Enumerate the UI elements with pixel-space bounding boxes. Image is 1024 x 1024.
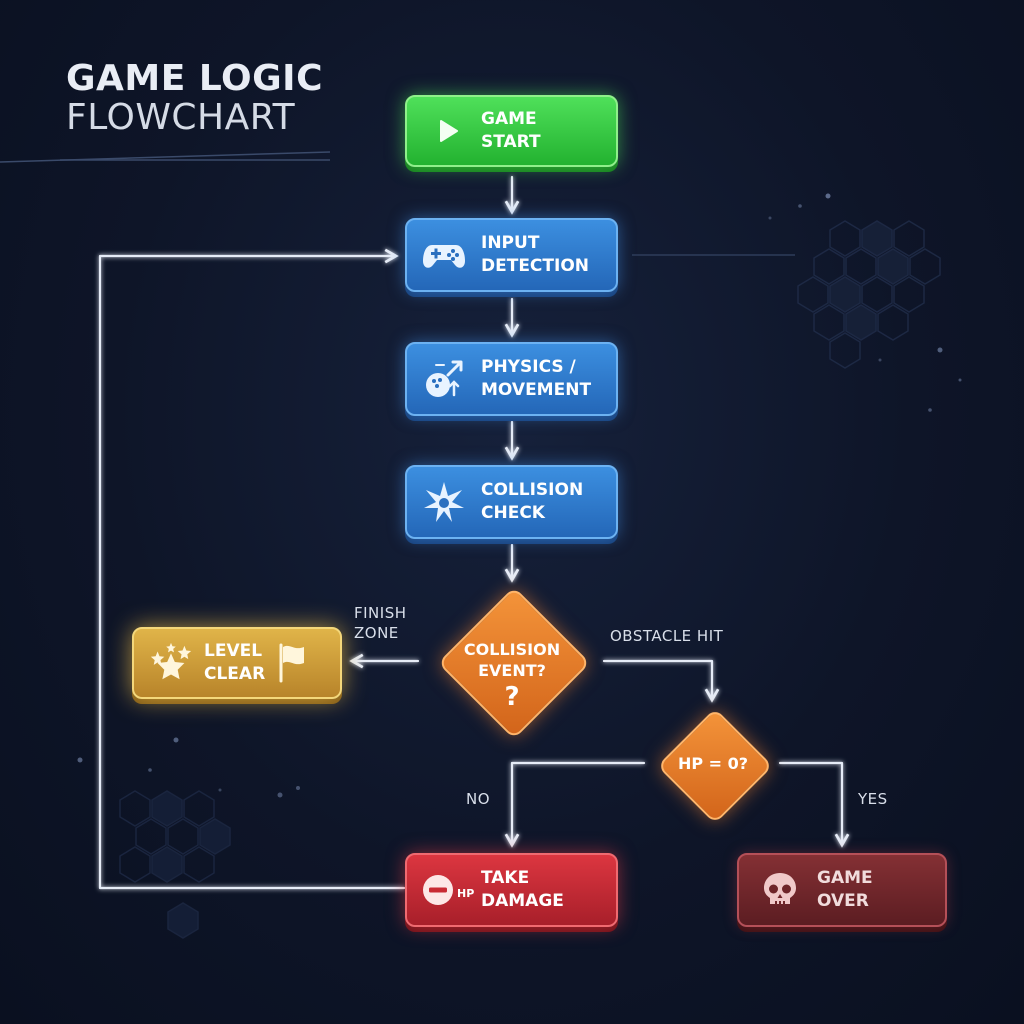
edge-event-to-hp-check <box>602 659 720 703</box>
node-game-over-line-1: GAME <box>817 868 873 888</box>
node-game-start-line-2: START <box>481 132 541 152</box>
node-level-clear-line-1: LEVEL <box>204 641 263 661</box>
edge-hp-yes-to-game-over <box>778 761 850 848</box>
minus-hp-icon: HP <box>421 867 475 913</box>
node-input-detection-line-2: DETECTION <box>481 256 590 276</box>
node-take-damage[interactable]: HP TAKE DAMAGE <box>405 853 618 927</box>
page-title: GAME LOGIC FLOWCHART <box>66 58 323 138</box>
decision-collision-event-line-1: COLLISION <box>463 640 561 659</box>
node-game-over-line-2: OVER <box>817 891 869 911</box>
node-game-start-label: GAME START <box>481 108 541 154</box>
gamepad-icon <box>421 232 467 278</box>
hp-text: HP <box>457 886 475 900</box>
flag-icon <box>275 640 309 686</box>
title-line-1: GAME LOGIC <box>66 58 323 99</box>
decision-collision-event[interactable]: COLLISION EVENT? ? <box>420 586 604 740</box>
decision-collision-event-line-2: EVENT? <box>478 661 546 680</box>
decision-hp-zero-label: HP = 0? <box>677 754 749 773</box>
node-collision-check[interactable]: COLLISION CHECK <box>405 465 618 539</box>
node-game-over-label: GAME OVER <box>817 867 873 913</box>
hex-pattern-right <box>797 220 941 369</box>
node-take-damage-line-2: DAMAGE <box>481 891 564 911</box>
node-game-over[interactable]: GAME OVER <box>737 853 947 927</box>
edge-damage-loop-to-input <box>98 248 406 890</box>
impact-burst-icon <box>421 479 467 525</box>
edge-label-yes: YES <box>858 790 888 808</box>
node-input-detection-label: INPUT DETECTION <box>481 232 589 278</box>
node-level-clear-label: LEVEL CLEAR <box>204 640 265 686</box>
node-take-damage-line-1: TAKE <box>481 868 530 888</box>
node-collision-check-line-2: CHECK <box>481 503 545 523</box>
edge-label-obstacle-hit: OBSTACLE HIT <box>610 627 724 645</box>
node-collision-check-label: COLLISION CHECK <box>481 479 583 525</box>
node-physics-movement[interactable]: PHYSICS / MOVEMENT <box>405 342 618 416</box>
edge-label-finish-zone-line-1: FINISH <box>354 604 407 622</box>
ball-motion-icon <box>421 356 467 402</box>
edge-label-no: NO <box>466 790 491 808</box>
edge-hp-no-to-damage <box>504 761 646 848</box>
node-level-clear[interactable]: LEVEL CLEAR <box>132 627 342 699</box>
hex-pattern-left <box>119 790 231 939</box>
node-game-start[interactable]: GAME START <box>405 95 618 167</box>
node-game-start-line-1: GAME <box>481 109 537 129</box>
stars-icon <box>148 640 194 686</box>
node-physics-movement-label: PHYSICS / MOVEMENT <box>481 356 591 402</box>
node-collision-check-line-1: COLLISION <box>481 480 584 500</box>
node-physics-movement-line-2: MOVEMENT <box>481 380 592 400</box>
node-input-detection[interactable]: INPUT DETECTION <box>405 218 618 292</box>
particle-dots <box>77 193 962 798</box>
edge-label-finish-zone: FINISH ZONE <box>354 603 407 643</box>
question-mark-icon: ? <box>504 682 520 712</box>
decision-hp-zero[interactable]: HP = 0? <box>646 708 780 824</box>
edge-label-finish-zone-line-2: ZONE <box>354 624 399 642</box>
node-level-clear-line-2: CLEAR <box>204 664 266 684</box>
skull-icon <box>757 867 803 913</box>
title-underline <box>0 151 331 163</box>
node-physics-movement-line-1: PHYSICS / <box>481 357 576 377</box>
node-input-detection-line-1: INPUT <box>481 233 540 253</box>
node-take-damage-label: TAKE DAMAGE <box>481 867 564 913</box>
decision-collision-event-label: COLLISION EVENT? ? <box>420 639 604 713</box>
play-icon <box>425 108 471 154</box>
title-line-2: FLOWCHART <box>66 96 296 138</box>
